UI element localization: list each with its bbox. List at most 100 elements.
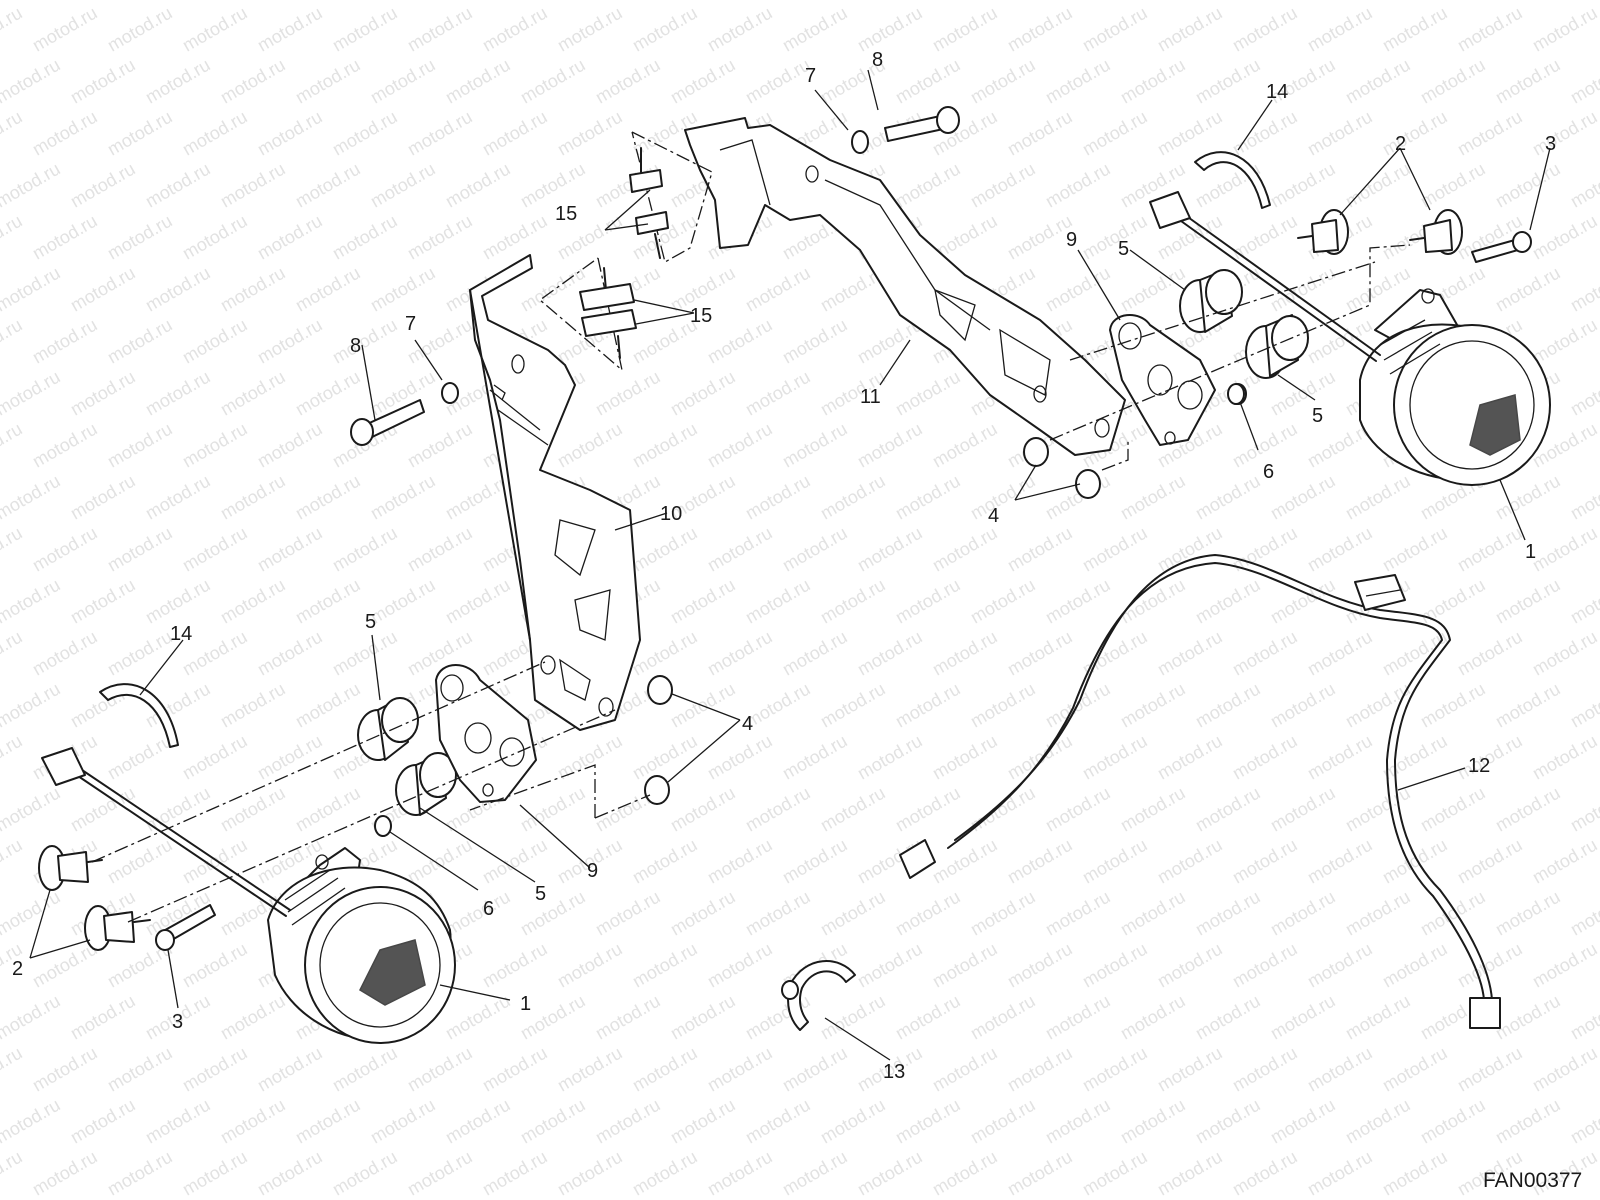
watermark-text: motod.ru: [1079, 211, 1151, 264]
watermark-text: motod.ru: [1379, 835, 1451, 888]
watermark-text: motod.ru: [892, 887, 964, 940]
watermark-text: motod.ru: [629, 835, 701, 888]
watermark-text: motod.ru: [704, 1147, 776, 1200]
watermark-text: motod.ru: [704, 731, 776, 784]
watermark-text: motod.ru: [1304, 731, 1376, 784]
watermark-text: motod.ru: [1379, 939, 1451, 992]
watermark-text: motod.ru: [1379, 1043, 1451, 1096]
right-screws-part-2-3: [1297, 209, 1532, 263]
watermark-text: motod.ru: [817, 679, 889, 732]
watermark-text: motod.ru: [0, 0, 64, 3]
watermark-text: motod.ru: [1229, 939, 1301, 992]
watermark-text: motod.ru: [1042, 887, 1114, 940]
watermark-text: motod.ru: [29, 107, 101, 160]
watermark-text: motod.ru: [179, 1043, 251, 1096]
watermark-text: motod.ru: [667, 887, 739, 940]
watermark-text: motod.ru: [292, 471, 364, 524]
watermark-text: motod.ru: [0, 367, 64, 420]
watermark-text: motod.ru: [217, 0, 289, 3]
watermark-text: motod.ru: [1492, 55, 1564, 108]
watermark-text: motod.ru: [1079, 107, 1151, 160]
watermark-text: motod.ru: [67, 1095, 139, 1148]
watermark-text: motod.ru: [1454, 107, 1526, 160]
watermark-text: motod.ru: [892, 991, 964, 1044]
watermark-text: motod.ru: [1154, 1147, 1226, 1200]
watermark-text: motod.ru: [704, 835, 776, 888]
watermark-text: motod.ru: [1492, 159, 1564, 212]
watermark-text: motod.ru: [254, 523, 326, 576]
watermark-text: motod.ru: [1379, 107, 1451, 160]
callout-1-right: 1: [1525, 541, 1536, 563]
watermark-text: motod.ru: [29, 1147, 101, 1200]
watermark-text: motod.ru: [1004, 211, 1076, 264]
watermark-text: motod.ru: [67, 367, 139, 420]
callout-15-upper: 15: [555, 203, 577, 225]
callout-8-top: 8: [872, 49, 883, 71]
watermark-text: motod.ru: [104, 3, 176, 56]
watermark-text: motod.ru: [1304, 523, 1376, 576]
watermark-text: motod.ru: [629, 731, 701, 784]
watermark-text: motod.ru: [142, 367, 214, 420]
watermark-text: motod.ru: [142, 159, 214, 212]
watermark-text: motod.ru: [1004, 627, 1076, 680]
watermark-text: motod.ru: [742, 263, 814, 316]
watermark-text: motod.ru: [1267, 471, 1339, 524]
callout-labels: 1 1 2 2 3 3 4 4 5 5 5 5 6 6 7 7 8 8 9 9 …: [12, 49, 1556, 1083]
watermark-text: motod.ru: [1267, 679, 1339, 732]
watermark-text: motod.ru: [1229, 211, 1301, 264]
watermark-text: motod.ru: [704, 419, 776, 472]
watermark-text: motod.ru: [67, 575, 139, 628]
watermark-text: motod.ru: [854, 523, 926, 576]
watermark-text: motod.ru: [929, 1147, 1001, 1200]
watermark-text: motod.ru: [329, 523, 401, 576]
watermark-text: motod.ru: [142, 575, 214, 628]
watermark-text: motod.ru: [592, 991, 664, 1044]
watermark-text: motod.ru: [0, 419, 26, 472]
watermark-text: motod.ru: [367, 575, 439, 628]
watermark-text: motod.ru: [1192, 55, 1264, 108]
callout-7-left: 7: [405, 313, 416, 335]
watermark-text: motod.ru: [779, 315, 851, 368]
watermark-text: motod.ru: [292, 1095, 364, 1148]
watermark-text: motod.ru: [1529, 835, 1600, 888]
watermark-text: motod.ru: [667, 991, 739, 1044]
watermark-text: motod.ru: [1229, 3, 1301, 56]
watermark-text: motod.ru: [292, 55, 364, 108]
watermark-text: motod.ru: [104, 523, 176, 576]
watermark-text: motod.ru: [1342, 887, 1414, 940]
watermark-text: motod.ru: [217, 471, 289, 524]
watermark-text: motod.ru: [1267, 783, 1339, 836]
watermark-text: motod.ru: [404, 1147, 476, 1200]
watermark-text: motod.ru: [967, 887, 1039, 940]
watermark-text: motod.ru: [892, 55, 964, 108]
watermark-text: motod.ru: [254, 315, 326, 368]
watermark-text: motod.ru: [479, 1043, 551, 1096]
watermark-text: motod.ru: [1417, 679, 1489, 732]
watermark-text: motod.ru: [142, 783, 214, 836]
watermark-text: motod.ru: [1304, 3, 1376, 56]
watermark-text: motod.ru: [404, 211, 476, 264]
watermark-text: motod.ru: [179, 211, 251, 264]
watermark-text: motod.ru: [892, 159, 964, 212]
watermark-text: motod.ru: [1492, 783, 1564, 836]
watermark-text: motod.ru: [517, 55, 589, 108]
watermark-text: motod.ru: [1192, 575, 1264, 628]
watermark-text: motod.ru: [817, 1095, 889, 1148]
watermark-text: motod.ru: [217, 55, 289, 108]
watermark-text: motod.ru: [292, 0, 364, 3]
watermark-text: motod.ru: [1192, 1095, 1264, 1148]
watermark-text: motod.ru: [0, 1043, 26, 1096]
watermark-text: motod.ru: [1267, 367, 1339, 420]
watermark-text: motod.ru: [404, 523, 476, 576]
callout-5-a: 5: [365, 611, 376, 633]
watermark-text: motod.ru: [292, 367, 364, 420]
watermark-text: motod.ru: [779, 835, 851, 888]
watermark-text: motod.ru: [104, 315, 176, 368]
right-wiring-lead: [1149, 191, 1381, 362]
watermark-text: motod.ru: [1567, 1095, 1600, 1148]
watermark-text: motod.ru: [1342, 159, 1414, 212]
watermark-text: motod.ru: [142, 471, 214, 524]
watermark-text: motod.ru: [442, 575, 514, 628]
watermark-text: motod.ru: [142, 0, 214, 3]
watermark-text: motod.ru: [1079, 939, 1151, 992]
